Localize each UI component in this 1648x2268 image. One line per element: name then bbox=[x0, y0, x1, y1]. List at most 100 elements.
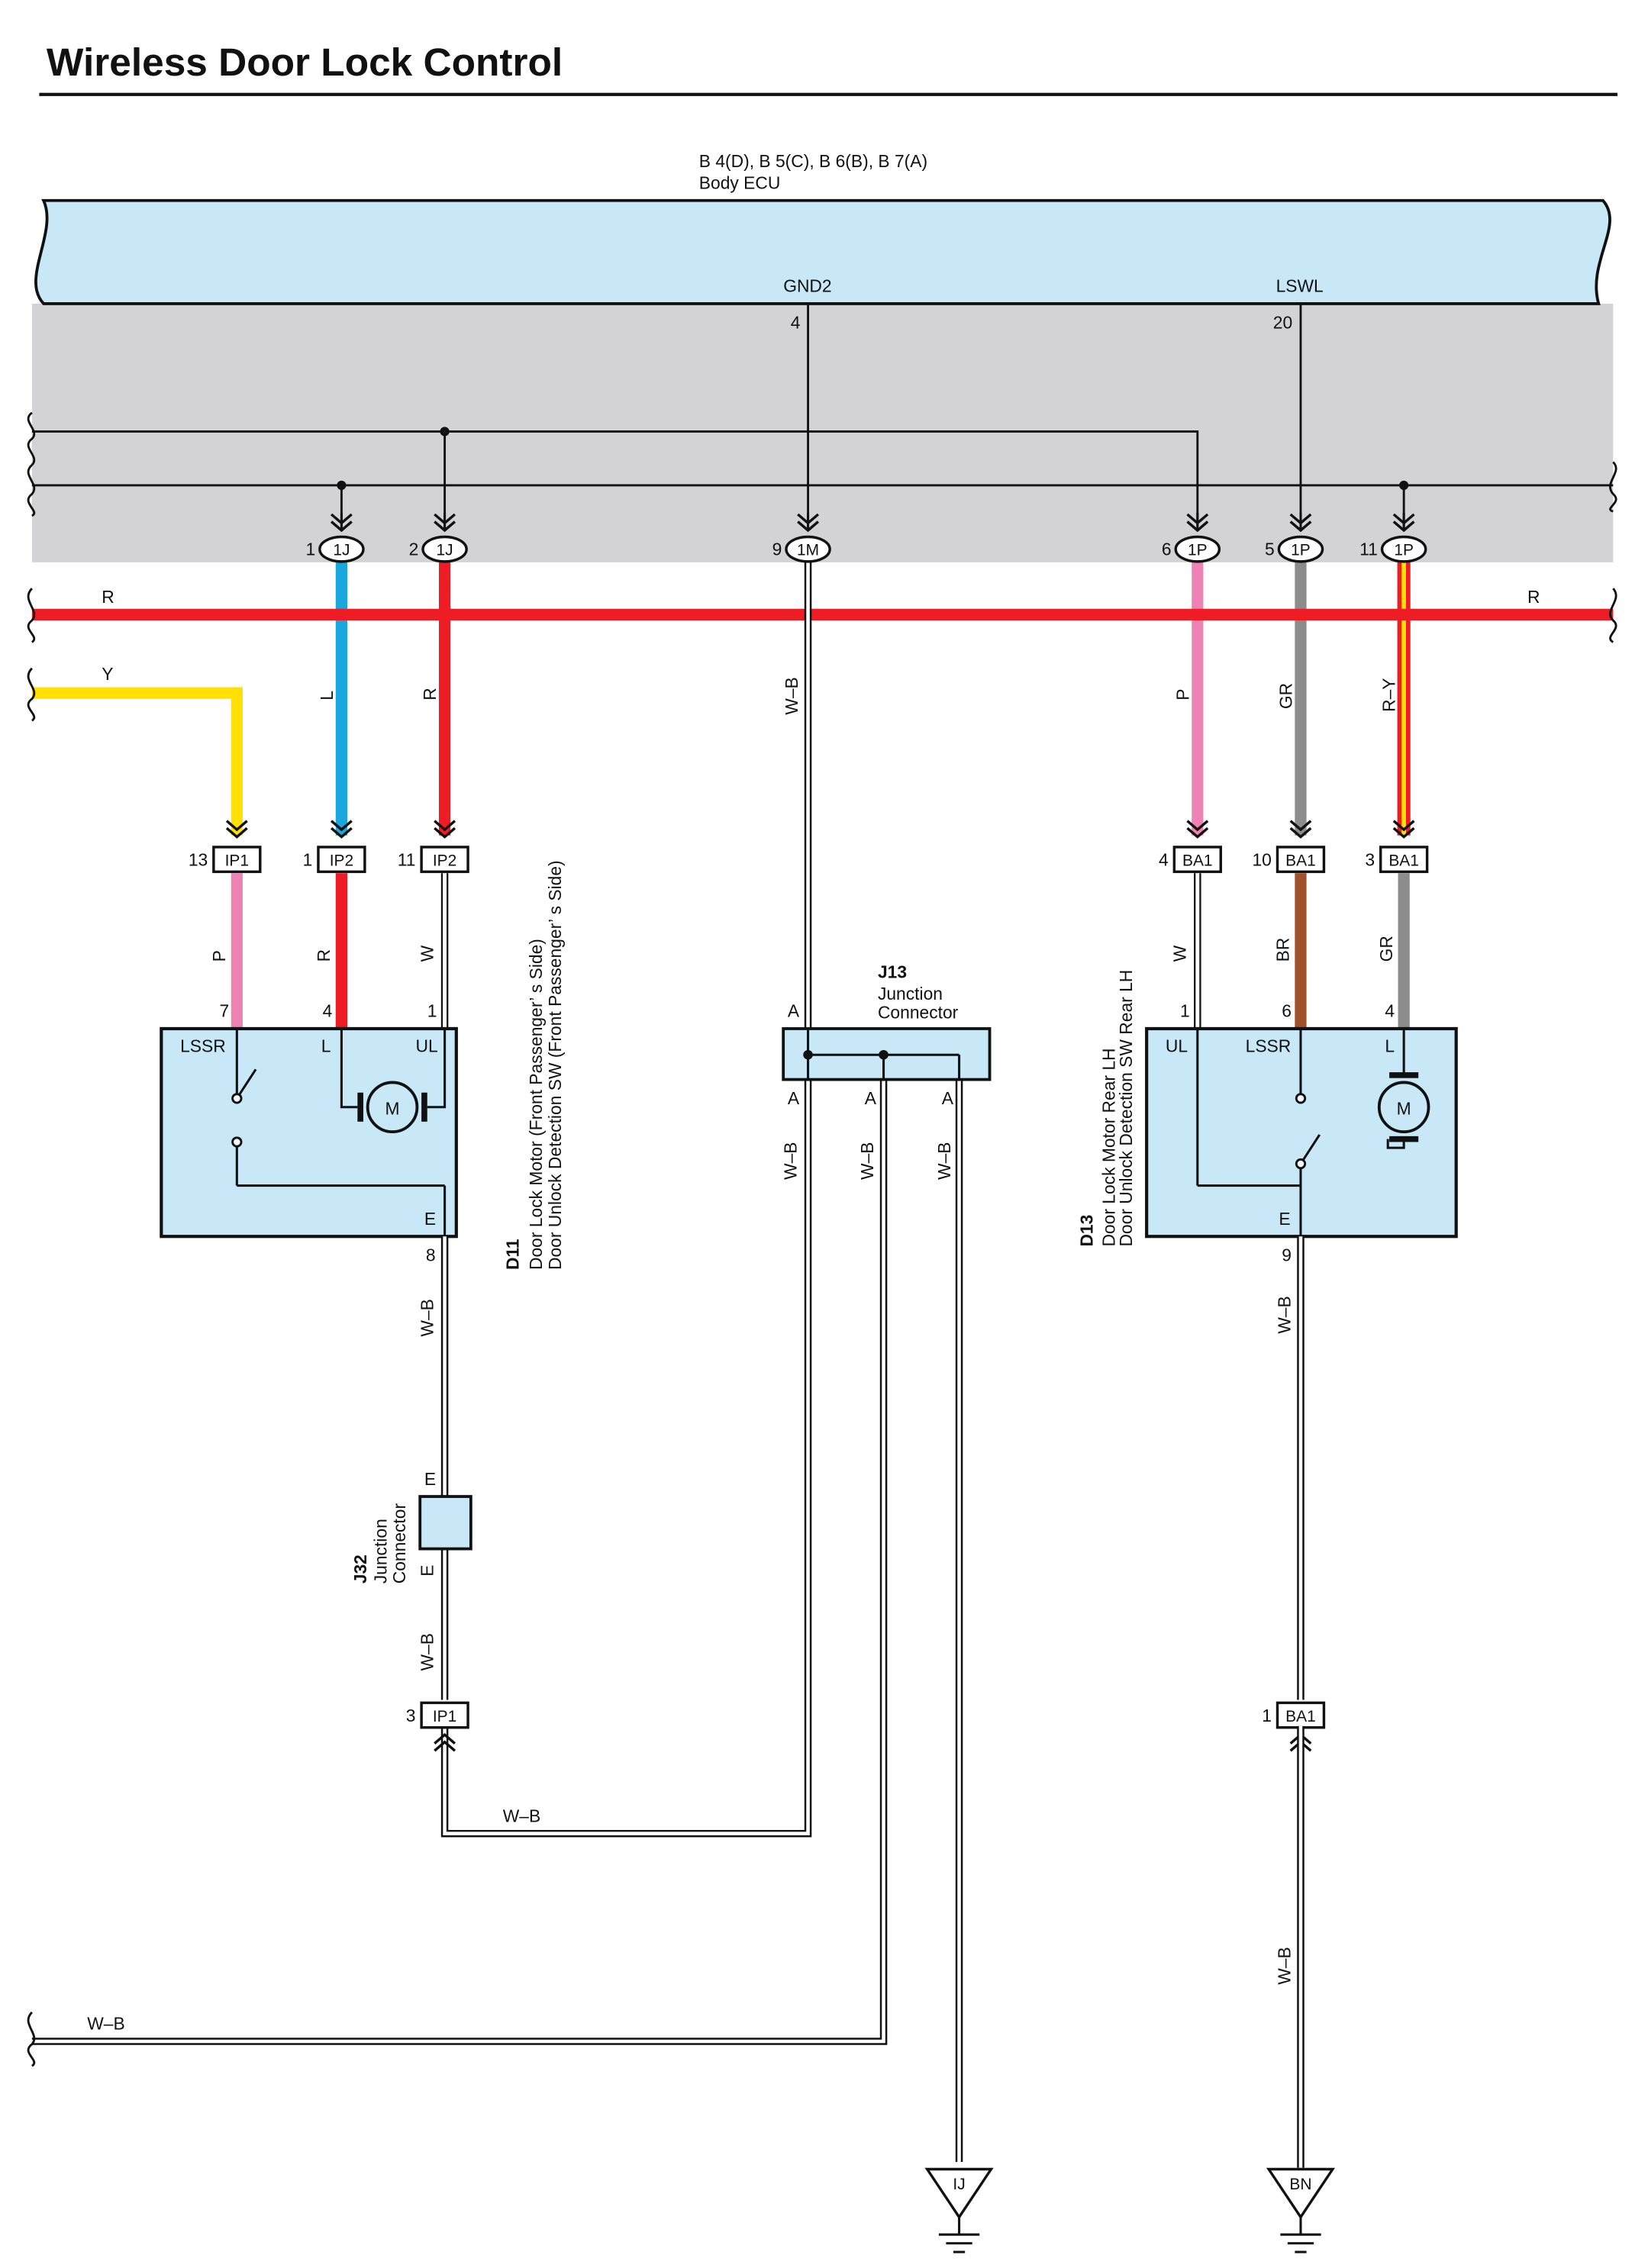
j13-dot-1 bbox=[803, 1049, 813, 1060]
plug-arrow-icon bbox=[434, 513, 456, 533]
ground-label: IJ bbox=[953, 2176, 965, 2193]
plug-arrow-icon bbox=[1186, 820, 1209, 839]
connector-ip1-3: IP1 3 bbox=[406, 1701, 469, 1752]
bus-breaks bbox=[27, 588, 1617, 722]
shaded-area bbox=[31, 303, 1614, 562]
d13-component: UL LSSR L E M 9 bbox=[1145, 1026, 1458, 1265]
plug-arrow-icon bbox=[434, 1732, 456, 1752]
wire-color-label: W bbox=[1170, 945, 1190, 962]
wb-label-loop: W–B bbox=[503, 1806, 540, 1825]
d11-pin-7: 7 bbox=[219, 1001, 229, 1021]
ecu-name: Body ECU bbox=[699, 173, 781, 193]
d13-pin-9: 9 bbox=[1282, 1245, 1292, 1265]
connector-ip1-13: IP1 13 bbox=[189, 820, 262, 874]
wb-ecu-loop bbox=[440, 560, 812, 1838]
d13-term-l: L bbox=[1385, 1036, 1395, 1055]
plug-arrow-icon bbox=[797, 513, 819, 533]
connector-pin: 1 bbox=[1262, 1706, 1272, 1725]
connector-name: IP1 bbox=[225, 852, 249, 870]
d13-pin-1: 1 bbox=[1180, 1001, 1190, 1021]
upper-wires bbox=[31, 560, 1411, 836]
d11-box bbox=[160, 1026, 458, 1239]
connector-ba1-1: BA1 1 bbox=[1262, 1701, 1326, 1752]
d13-name-2: Door Unlock Detection SW Rear LH bbox=[1116, 970, 1136, 1247]
wire-color-label: R–Y bbox=[1379, 678, 1399, 712]
ecu-connector-1m-9: 1M9 bbox=[772, 513, 831, 563]
j32-name-1: Junction bbox=[370, 1519, 390, 1583]
connector-pin: 4 bbox=[1159, 850, 1169, 870]
ecu-connector-1p-6: 1P6 bbox=[1162, 513, 1221, 563]
ecu-connector-1j-1: 1J1 bbox=[305, 513, 365, 563]
plug-arrow-icon bbox=[434, 820, 456, 839]
d11-term-lssr: LSSR bbox=[180, 1036, 226, 1055]
ground-group: IJ BN bbox=[924, 2167, 1336, 2254]
connector-pin: 10 bbox=[1252, 850, 1271, 870]
wb-label-d13-lower: W–B bbox=[1275, 1947, 1295, 1984]
wire-color-label: GR bbox=[1276, 683, 1296, 709]
connector-pin: 2 bbox=[409, 539, 419, 559]
lower-wires bbox=[231, 873, 1410, 1029]
ground-icon-ij: IJ bbox=[924, 2167, 994, 2254]
d13-pin-4: 4 bbox=[1385, 1001, 1395, 1021]
d11-component: LSSR L UL E M 8 bbox=[160, 1026, 458, 1265]
connector-pin: 6 bbox=[1162, 539, 1172, 559]
ecu-pin-4: 4 bbox=[791, 312, 801, 332]
j13-term-b1: A bbox=[788, 1088, 800, 1108]
j32-term-top: E bbox=[424, 1469, 436, 1489]
d11-pin-1: 1 bbox=[427, 1001, 437, 1021]
ground-icon-bn: BN bbox=[1266, 2167, 1336, 2254]
connector-pin: 1 bbox=[305, 539, 315, 559]
plug-arrow-icon bbox=[330, 513, 353, 533]
wire-color-label: W bbox=[417, 945, 437, 962]
motor-icon bbox=[366, 1081, 419, 1134]
wb-label-d11: W–B bbox=[417, 1299, 437, 1336]
connector-name: 1J bbox=[437, 541, 453, 559]
connector-ba1-3: BA1 3 bbox=[1365, 820, 1429, 874]
d13-code: D13 bbox=[1077, 1215, 1097, 1247]
plug-arrow-icon bbox=[330, 820, 353, 839]
connector-name: IP1 bbox=[433, 1708, 456, 1725]
j32-term-bottom: E bbox=[417, 1564, 437, 1576]
plug-arrow-icon bbox=[1392, 513, 1415, 533]
ecu-pin-lswl: LSWL bbox=[1276, 276, 1324, 296]
connector-pin: 3 bbox=[406, 1706, 416, 1725]
connector-pin: 11 bbox=[398, 850, 416, 870]
d13-pin-6: 6 bbox=[1282, 1001, 1292, 1021]
d11-term-e: E bbox=[424, 1209, 436, 1229]
bus-junction-dots bbox=[337, 427, 1409, 491]
connector-pin: 5 bbox=[1265, 539, 1275, 559]
wb-label-j13-3: W–B bbox=[934, 1142, 954, 1180]
d11-term-ul: UL bbox=[416, 1036, 438, 1055]
j13-term-b2: A bbox=[865, 1088, 877, 1108]
connector-name: BA1 bbox=[1285, 1708, 1316, 1725]
j32-box bbox=[418, 1495, 472, 1551]
motor-icon bbox=[1377, 1081, 1430, 1134]
j13-out-wires bbox=[31, 1079, 963, 2162]
d11-code: D11 bbox=[503, 1239, 523, 1270]
j13-term-b3: A bbox=[942, 1088, 954, 1108]
ecu-pin-20: 20 bbox=[1273, 312, 1292, 332]
connector-name: IP2 bbox=[433, 852, 456, 870]
wire-color-label: R bbox=[314, 949, 334, 962]
connector-pin: 3 bbox=[1365, 850, 1375, 870]
ecu-pin-gnd2: GND2 bbox=[783, 276, 831, 296]
j13-dot-2 bbox=[879, 1049, 889, 1060]
connector-name: 1M bbox=[797, 541, 819, 559]
d11-name-2: Door Unlock Detection SW (Front Passenge… bbox=[545, 860, 565, 1270]
bottom-connector-group: IP1 3 BA1 1 bbox=[406, 1701, 1326, 1752]
ecu-connector-1p-5: 1P5 bbox=[1265, 513, 1324, 563]
j32-name-2: Connector bbox=[389, 1503, 409, 1584]
ground-label: BN bbox=[1289, 2176, 1311, 2193]
wire-color-label: P bbox=[1172, 688, 1192, 700]
d13-term-ul: UL bbox=[1166, 1036, 1188, 1055]
connector-pin: 13 bbox=[189, 850, 208, 870]
connector-name: BA1 bbox=[1388, 852, 1419, 870]
j32-code: J32 bbox=[350, 1554, 370, 1583]
d13-term-e: E bbox=[1279, 1209, 1290, 1229]
d13-term-lssr: LSSR bbox=[1246, 1036, 1292, 1055]
